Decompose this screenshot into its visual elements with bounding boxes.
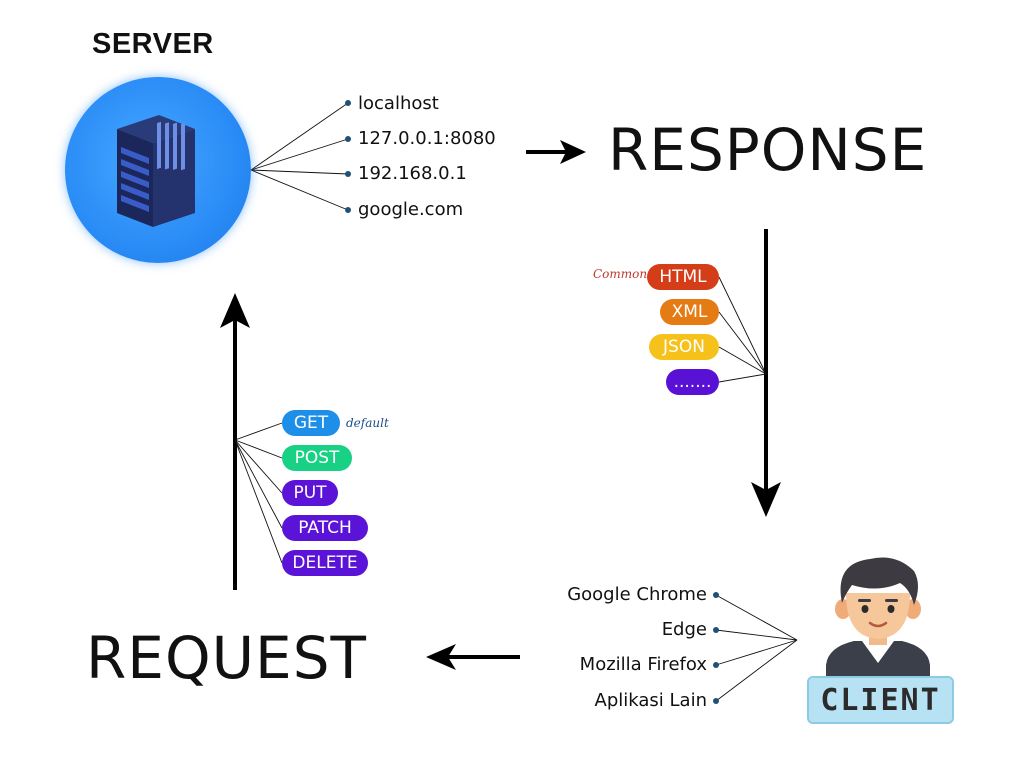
- client-app: Mozilla Firefox: [579, 654, 707, 675]
- client-app: Google Chrome: [567, 584, 707, 605]
- request-method-connectors: [234, 422, 283, 564]
- client-badge: CLIENT: [807, 676, 954, 724]
- arrow-to-response: [526, 140, 586, 164]
- server-title: SERVER: [92, 28, 214, 60]
- arrow-response-down: [751, 229, 781, 517]
- client-app: Aplikasi Lain: [594, 690, 707, 711]
- arrow-to-request: [426, 644, 520, 670]
- server-address: localhost: [358, 93, 439, 114]
- method-pill-put: PUT: [282, 480, 338, 506]
- server-address: 127.0.0.1:8080: [358, 128, 496, 149]
- method-pill-patch: PATCH: [282, 515, 368, 541]
- request-label: REQUEST: [86, 624, 367, 692]
- server-address: google.com: [358, 199, 464, 220]
- format-pill-json: JSON: [649, 334, 719, 360]
- method-pill-post: POST: [282, 445, 352, 471]
- request-note: default: [346, 416, 389, 430]
- response-format-connectors: [718, 276, 767, 383]
- server-icon: [65, 77, 251, 263]
- format-pill-html: HTML: [647, 264, 719, 290]
- client-app-connectors: [715, 594, 798, 702]
- format-pill-xml: XML: [660, 299, 719, 325]
- arrow-request-up: [220, 293, 250, 590]
- client-avatar-icon: [818, 553, 938, 683]
- client-app-dots: [713, 592, 719, 704]
- format-pill-more: .......: [666, 369, 719, 395]
- server-address-connectors: [250, 102, 349, 211]
- server-address-dots: [345, 100, 351, 213]
- method-pill-get: GET: [282, 410, 340, 436]
- server-address: 192.168.0.1: [358, 163, 467, 184]
- response-note: Common: [593, 267, 648, 281]
- method-pill-delete: DELETE: [282, 550, 368, 576]
- client-app: Edge: [661, 619, 707, 640]
- response-label: RESPONSE: [608, 116, 928, 184]
